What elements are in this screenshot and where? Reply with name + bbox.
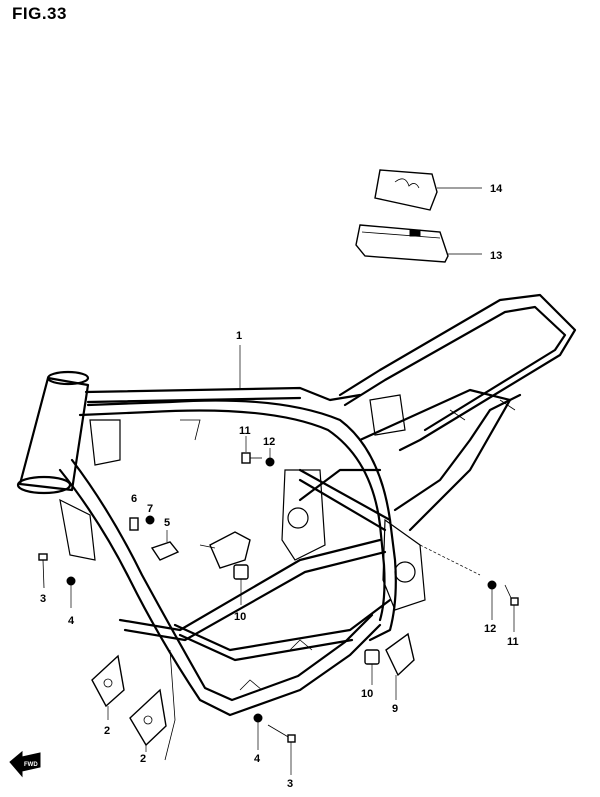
bracket-5 — [150, 541, 180, 561]
plate-2-lower — [129, 688, 167, 747]
bracket-9 — [385, 632, 415, 677]
washer-4-left — [66, 576, 76, 586]
seat-rail-right — [358, 388, 512, 532]
cross-member-low — [173, 598, 392, 652]
collar-10-body — [233, 564, 249, 580]
callout-11b: 11 — [507, 636, 519, 648]
collar-10-center — [233, 564, 249, 580]
callout-3a: 3 — [40, 593, 46, 605]
swingarm-cross-tube — [298, 468, 392, 522]
label-tag — [374, 169, 438, 211]
left-loop-tube-inner — [78, 409, 386, 622]
bolt-head — [241, 452, 251, 464]
seat-rail-left-inner — [343, 305, 567, 432]
bolt-3-bottom-head — [287, 734, 296, 743]
callout-6: 6 — [131, 493, 137, 505]
bolt-6 — [129, 517, 139, 531]
washer-12-upper — [265, 457, 275, 467]
bolt-3-left — [38, 553, 48, 589]
callout-4a: 4 — [68, 615, 75, 627]
bolt-11-upper — [241, 452, 262, 464]
seat-rail-left — [338, 293, 577, 452]
front-direction-arrow-icon: FWD — [9, 750, 41, 778]
plate-2-lower-hole — [143, 715, 153, 725]
steering-head — [18, 376, 90, 492]
bolt-11-right-head — [510, 597, 519, 606]
callout-5: 5 — [164, 517, 170, 529]
down-tube-outer — [58, 468, 382, 717]
pivot-hole-right — [394, 561, 416, 583]
plate-rivet — [409, 229, 421, 237]
left-loop-tube-upper — [86, 399, 397, 642]
main-frame — [16, 293, 577, 761]
washer-7 — [145, 515, 155, 525]
mount-bracket-center — [209, 531, 251, 569]
callout-10b: 10 — [361, 688, 373, 700]
washer-4-bottom — [253, 713, 263, 723]
bottom-cradle-rail — [118, 538, 382, 632]
bolt-11-right — [504, 584, 519, 606]
bolt-3-left-shank — [42, 559, 45, 589]
callout-3b: 3 — [287, 778, 293, 790]
bolt-6-head — [129, 517, 139, 531]
part-14-label — [374, 169, 438, 211]
callout-7: 7 — [147, 503, 153, 515]
pivot-hole-left — [287, 507, 309, 529]
callout-14: 14 — [490, 183, 503, 195]
plate-2-upper-hole — [103, 678, 113, 688]
plate-2-upper — [91, 654, 125, 708]
leader-axle-dashed — [419, 544, 481, 576]
pivot-plate-right — [382, 518, 426, 611]
callout-1: 1 — [236, 330, 242, 342]
callout-10a: 10 — [234, 611, 246, 623]
steering-head-bottom — [16, 475, 72, 495]
collar-10-right — [364, 649, 380, 665]
tab-4 — [449, 409, 466, 421]
tab-1 — [289, 639, 313, 651]
bolt-3-bottom — [267, 724, 296, 743]
callout-12b: 12 — [484, 623, 496, 635]
callout-13: 13 — [490, 250, 502, 262]
plate-edge — [361, 231, 441, 239]
tab-3 — [180, 419, 201, 441]
bolt-3-bottom-shank — [267, 724, 291, 739]
callout-2b: 2 — [140, 753, 146, 765]
engine-mount-front — [89, 419, 121, 466]
down-tube-gusset — [59, 498, 96, 561]
rear-shock-strut — [393, 393, 522, 512]
down-tube-inner — [70, 458, 374, 702]
figure-title: FIG.33 — [12, 4, 67, 23]
label-scribble — [394, 178, 420, 189]
plate-body — [355, 224, 449, 263]
top-backbone-tube — [84, 386, 362, 402]
part-13-plate — [355, 224, 449, 263]
front-arrow-label: FWD — [24, 762, 38, 768]
tab-2 — [239, 679, 263, 691]
cross-member-low-inner — [178, 633, 354, 662]
mount-bracket-arrow — [199, 544, 216, 549]
bolt-3-left-head — [38, 553, 48, 561]
callout-12a: 12 — [263, 436, 275, 448]
rear-mount-bracket — [369, 394, 406, 436]
callout-4b: 4 — [254, 753, 261, 765]
under-bracket — [164, 649, 176, 761]
tab-5 — [499, 399, 516, 411]
bottom-cradle-rail-inner — [123, 550, 387, 642]
callout-2a: 2 — [104, 725, 110, 737]
washer-12-right — [487, 580, 497, 590]
steering-head-top — [46, 370, 90, 386]
pivot-plate-left — [281, 469, 326, 561]
callout-11a: 11 — [239, 425, 251, 437]
mid-brace — [298, 468, 382, 502]
callout-9: 9 — [392, 703, 398, 715]
